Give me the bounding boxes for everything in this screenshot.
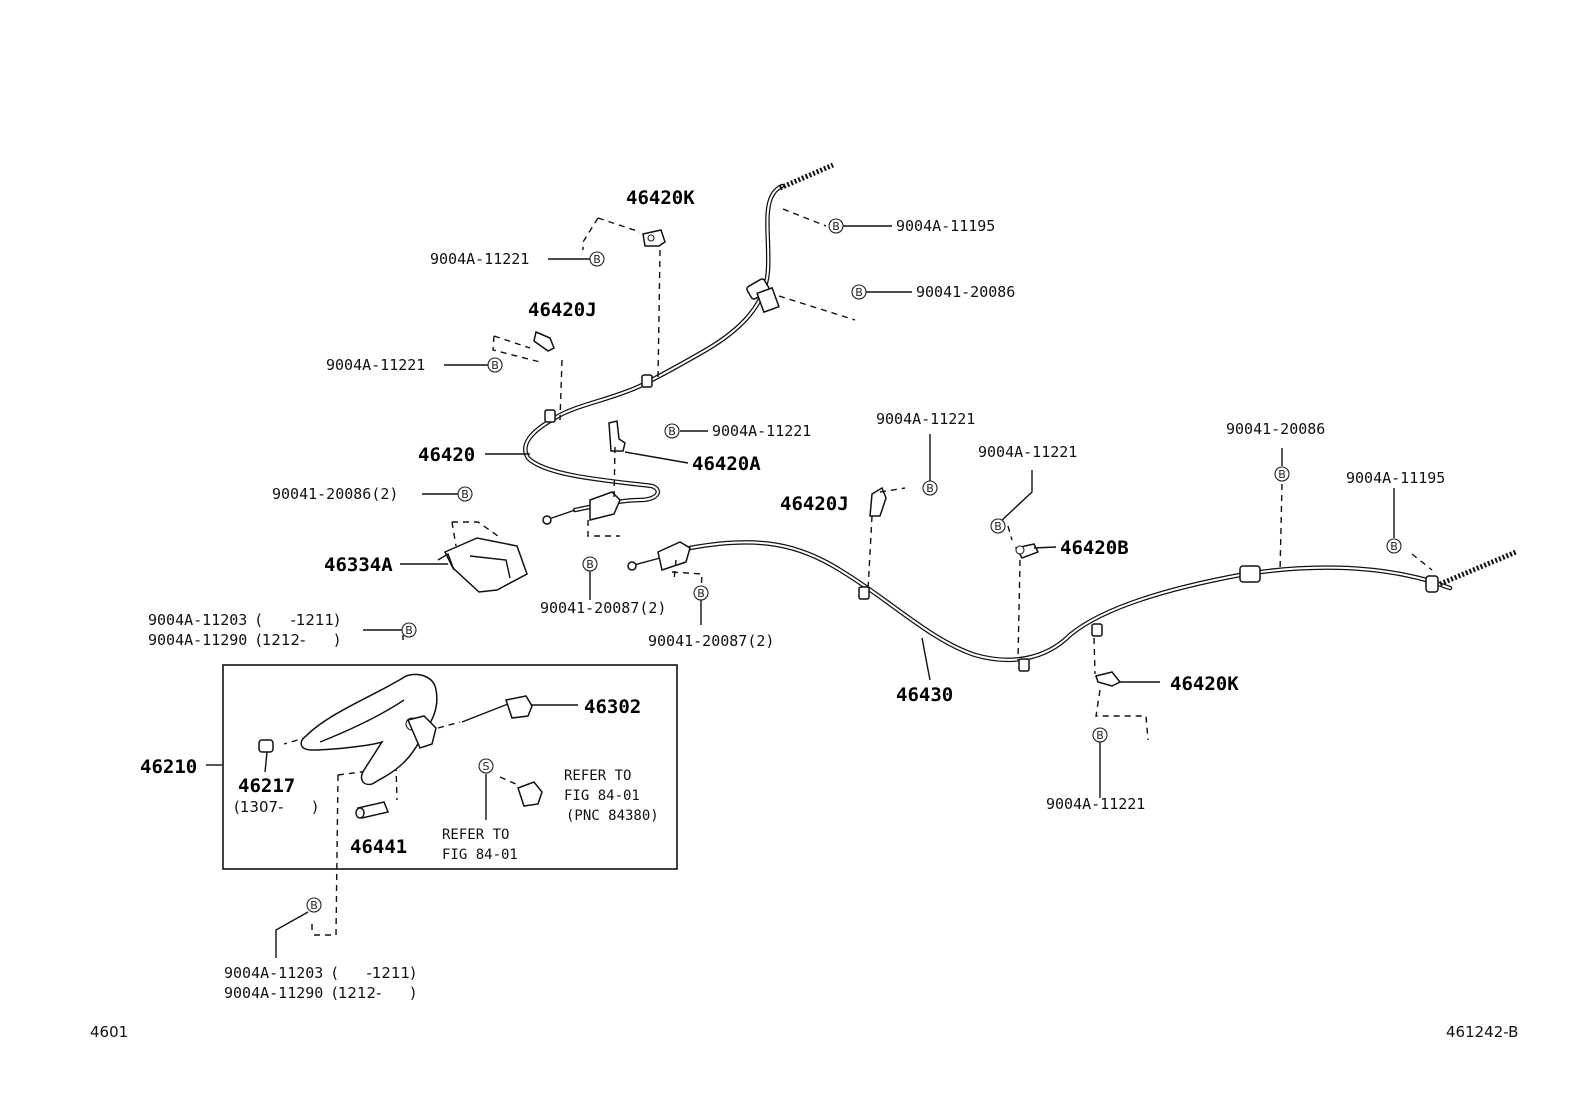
label-9004A-11195-top: 9004A-11195 <box>896 217 995 235</box>
label-9004A-11290-bottom-range: (1212- ) <box>332 984 416 1002</box>
label-46441: 46441 <box>350 836 407 858</box>
part-46441[interactable] <box>355 801 390 819</box>
cable-46430[interactable] <box>627 540 1517 672</box>
lever-assembly-box <box>222 664 678 870</box>
label-46302: 46302 <box>584 696 641 718</box>
label-46420B: 46420B <box>1060 537 1129 559</box>
refer-pnc-text: (PNC 84380) <box>566 808 659 824</box>
bolt-marker: B <box>828 218 844 234</box>
label-90041-20087-2a: 90041-20087(2) <box>540 599 666 617</box>
svg-text:B: B <box>697 587 705 600</box>
part-46302[interactable] <box>461 695 533 723</box>
bracket-46420J-top[interactable] <box>533 330 555 352</box>
svg-text:B: B <box>1278 468 1286 481</box>
lever-labels: 9004A-11203 ( -1211) 9004A-11290 (1212- … <box>140 611 659 1002</box>
label-46420: 46420 <box>418 444 475 466</box>
bolt-marker: B <box>922 480 938 496</box>
svg-text:B: B <box>926 482 934 495</box>
refer-to-text-1: REFER TO <box>564 768 631 784</box>
screw-marker: S <box>478 758 494 774</box>
figure-id: 461242-B <box>1446 1023 1518 1041</box>
bracket-46420J-mid[interactable] <box>869 486 887 517</box>
refer-fig-text-2: FIG 84-01 <box>442 847 518 863</box>
bolt-marker: B <box>1274 466 1290 482</box>
label-9004A-11203-bottom: 9004A-11203 <box>224 964 323 982</box>
label-9004A-11203-bottom-range: ( -1211) <box>332 964 416 982</box>
bolt-marker: B <box>851 284 867 300</box>
label-46430: 46430 <box>896 684 953 706</box>
label-9004A-11195-right: 9004A-11195 <box>1346 469 1445 487</box>
label-46420A: 46420A <box>692 453 761 475</box>
cable-46420[interactable] <box>523 162 834 525</box>
bracket-46420K-bottom[interactable] <box>1095 671 1122 687</box>
label-9004A-11290-top: 9004A-11290 <box>148 631 247 649</box>
parking-brake-lever[interactable] <box>300 673 438 786</box>
bolt-marker: B <box>582 556 598 572</box>
label-46420K-top: 46420K <box>626 187 695 209</box>
refer-to-text-2: REFER TO <box>442 827 509 843</box>
label-90041-20086-2: 90041-20086(2) <box>272 485 398 503</box>
part-46217[interactable] <box>258 739 274 753</box>
label-90041-20086-right: 90041-20086 <box>1226 420 1325 438</box>
bolt-marker: B <box>589 251 605 267</box>
label-46217: 46217 <box>238 775 295 797</box>
svg-text:B: B <box>1096 729 1104 742</box>
label-90041-20087-2b: 90041-20087(2) <box>648 632 774 650</box>
svg-text:B: B <box>832 220 840 233</box>
label-9004A-11221-f: 9004A-11221 <box>1046 795 1145 813</box>
bracket-46420B[interactable] <box>1014 543 1040 559</box>
label-9004A-11290-top-range: (1212- ) <box>256 631 340 649</box>
svg-text:B: B <box>310 899 318 912</box>
bracket-46420A[interactable] <box>608 420 626 452</box>
label-46217-range: (1307- ) <box>234 798 318 816</box>
label-46420K-bottom: 46420K <box>1170 673 1239 695</box>
bolt-marker: B <box>457 486 473 502</box>
label-9004A-11221-a: 9004A-11221 <box>430 250 529 268</box>
bolt-marker: B <box>306 897 322 913</box>
svg-text:B: B <box>593 253 601 266</box>
label-90041-20086-top: 90041-20086 <box>916 283 1015 301</box>
svg-text:S: S <box>483 760 490 773</box>
label-9004A-11290-bottom: 9004A-11290 <box>224 984 323 1002</box>
svg-text:B: B <box>586 558 594 571</box>
bolt-marker: B <box>1092 727 1108 743</box>
bracket-46334A[interactable] <box>437 537 528 593</box>
label-46210: 46210 <box>140 756 197 778</box>
bolt-marker: B <box>664 423 680 439</box>
page-code: 4601 <box>90 1023 128 1041</box>
label-9004A-11221-d: 9004A-11221 <box>876 410 975 428</box>
label-9004A-11221-b: 9004A-11221 <box>326 356 425 374</box>
bolt-marker: B <box>401 622 417 638</box>
label-9004A-11221-e: 9004A-11221 <box>978 443 1077 461</box>
bolt-marker: B <box>693 585 709 601</box>
label-46420J-mid: 46420J <box>780 493 849 515</box>
bolt-markers: B B B B B B B B B B B B B B B S <box>306 218 1402 913</box>
solid-leaders <box>206 225 1395 958</box>
bolt-marker: B <box>1386 538 1402 554</box>
svg-text:B: B <box>461 488 469 501</box>
svg-text:B: B <box>994 520 1002 533</box>
bolt-marker: B <box>487 357 503 373</box>
bolt-marker: B <box>990 518 1006 534</box>
label-9004A-11221-c: 9004A-11221 <box>712 422 811 440</box>
bracket-46420K-top[interactable] <box>642 229 666 247</box>
svg-text:B: B <box>1390 540 1398 553</box>
label-46420J-top: 46420J <box>528 299 597 321</box>
svg-text:B: B <box>491 359 499 372</box>
label-46334A: 46334A <box>324 554 393 576</box>
svg-text:B: B <box>855 286 863 299</box>
svg-text:B: B <box>405 624 413 637</box>
refer-fig-text-1: FIG 84-01 <box>564 788 640 804</box>
label-9004A-11203-top: 9004A-11203 <box>148 611 247 629</box>
svg-text:B: B <box>668 425 676 438</box>
switch-refer-84380[interactable] <box>517 781 543 807</box>
label-9004A-11203-top-range: ( -1211) <box>256 611 340 629</box>
part-labels: 46420K 9004A-11195 9004A-11221 90041-200… <box>272 187 1445 813</box>
